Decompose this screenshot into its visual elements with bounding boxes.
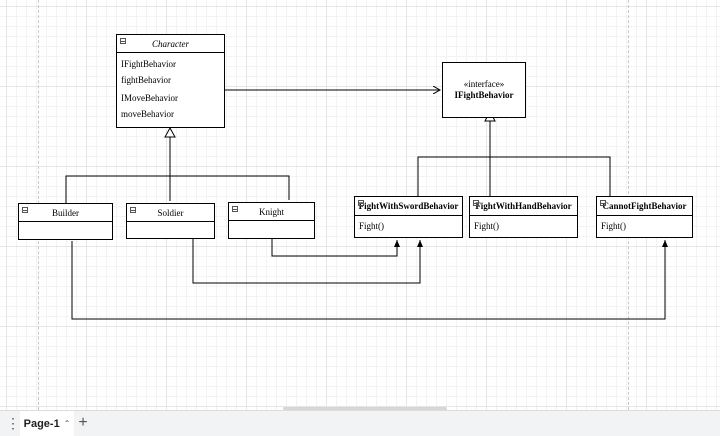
page-tab-label: Page-1	[23, 417, 60, 430]
horizontal-scrollbar[interactable]	[283, 407, 447, 410]
method-fight: Fight()	[359, 221, 385, 231]
inheritance-line-builder	[65, 175, 170, 203]
collapse-icon[interactable]	[232, 206, 238, 212]
knight-class-name: Knight	[258, 206, 284, 217]
fight-with-sword-class[interactable]: FightWithSwordBehavior Fight()	[354, 196, 463, 238]
character-class[interactable]: Character IFightBehavior fightBehavior I…	[116, 34, 225, 128]
realization-line-sword	[417, 156, 490, 196]
knight-class-header: Knight	[229, 203, 314, 221]
fight-with-sword-name: FightWithSwordBehavior	[358, 201, 459, 211]
character-class-fields: IFightBehavior fightBehavior IMoveBehavi…	[117, 53, 224, 125]
method-fight: Fight()	[474, 221, 500, 231]
fight-with-hand-name: FightWithHandBehavior	[475, 201, 572, 211]
page-tab[interactable]: Page-1 ⌃	[20, 411, 74, 436]
soldier-class[interactable]: Soldier	[126, 203, 215, 239]
inheritance-triangle-character	[164, 126, 176, 138]
cannot-fight-header: CannotFightBehavior	[597, 197, 692, 216]
builder-class[interactable]: Builder	[18, 203, 113, 240]
fight-with-sword-header: FightWithSwordBehavior	[355, 197, 462, 216]
add-page-button[interactable]: +	[78, 414, 88, 431]
fight-with-hand-header: FightWithHandBehavior	[470, 197, 577, 216]
soldier-class-name: Soldier	[157, 207, 184, 218]
interface-stereotype: «interface»	[463, 79, 505, 89]
chevron-up-icon[interactable]: ⌃	[63, 419, 71, 428]
collapse-icon[interactable]	[600, 200, 606, 206]
diagram-canvas[interactable]: Character IFightBehavior fightBehavior I…	[0, 0, 720, 410]
fight-with-hand-class[interactable]: FightWithHandBehavior Fight()	[469, 196, 578, 238]
soldier-to-sword-arrow	[192, 239, 423, 284]
collapse-icon[interactable]	[130, 207, 136, 213]
inheritance-line-knight	[170, 175, 290, 200]
knight-to-sword-arrow	[271, 239, 400, 257]
builder-class-name: Builder	[52, 207, 79, 218]
character-class-header: Character	[117, 35, 224, 53]
knight-class[interactable]: Knight	[228, 202, 315, 239]
method-fight: Fight()	[601, 221, 627, 231]
realization-line-cannot	[490, 156, 611, 196]
collapse-icon[interactable]	[358, 200, 364, 206]
collapse-icon[interactable]	[120, 38, 126, 44]
fight-with-sword-methods: Fight()	[355, 216, 462, 236]
character-field: IMoveBehavior moveBehavior	[121, 93, 178, 119]
cannot-fight-name: CannotFightBehavior	[602, 201, 687, 211]
collapse-icon[interactable]	[473, 200, 479, 206]
cannot-fight-methods: Fight()	[597, 216, 692, 236]
page-tabs-bar: ⋮ Page-1 ⌃ +	[0, 410, 720, 436]
more-options-icon[interactable]: ⋮	[6, 415, 20, 431]
character-field: IFightBehavior fightBehavior	[121, 59, 176, 85]
soldier-class-header: Soldier	[127, 204, 214, 222]
cannot-fight-class[interactable]: CannotFightBehavior Fight()	[596, 196, 693, 238]
builder-to-cannot-arrow	[71, 240, 668, 320]
character-class-name: Character	[152, 38, 189, 49]
ifightbehavior-interface[interactable]: «interface» IFightBehavior	[442, 62, 526, 118]
collapse-icon[interactable]	[22, 207, 28, 213]
fight-with-hand-methods: Fight()	[470, 216, 577, 236]
connectors-layer	[65, 0, 668, 320]
builder-class-header: Builder	[19, 204, 112, 222]
interface-name: IFightBehavior	[454, 90, 514, 100]
